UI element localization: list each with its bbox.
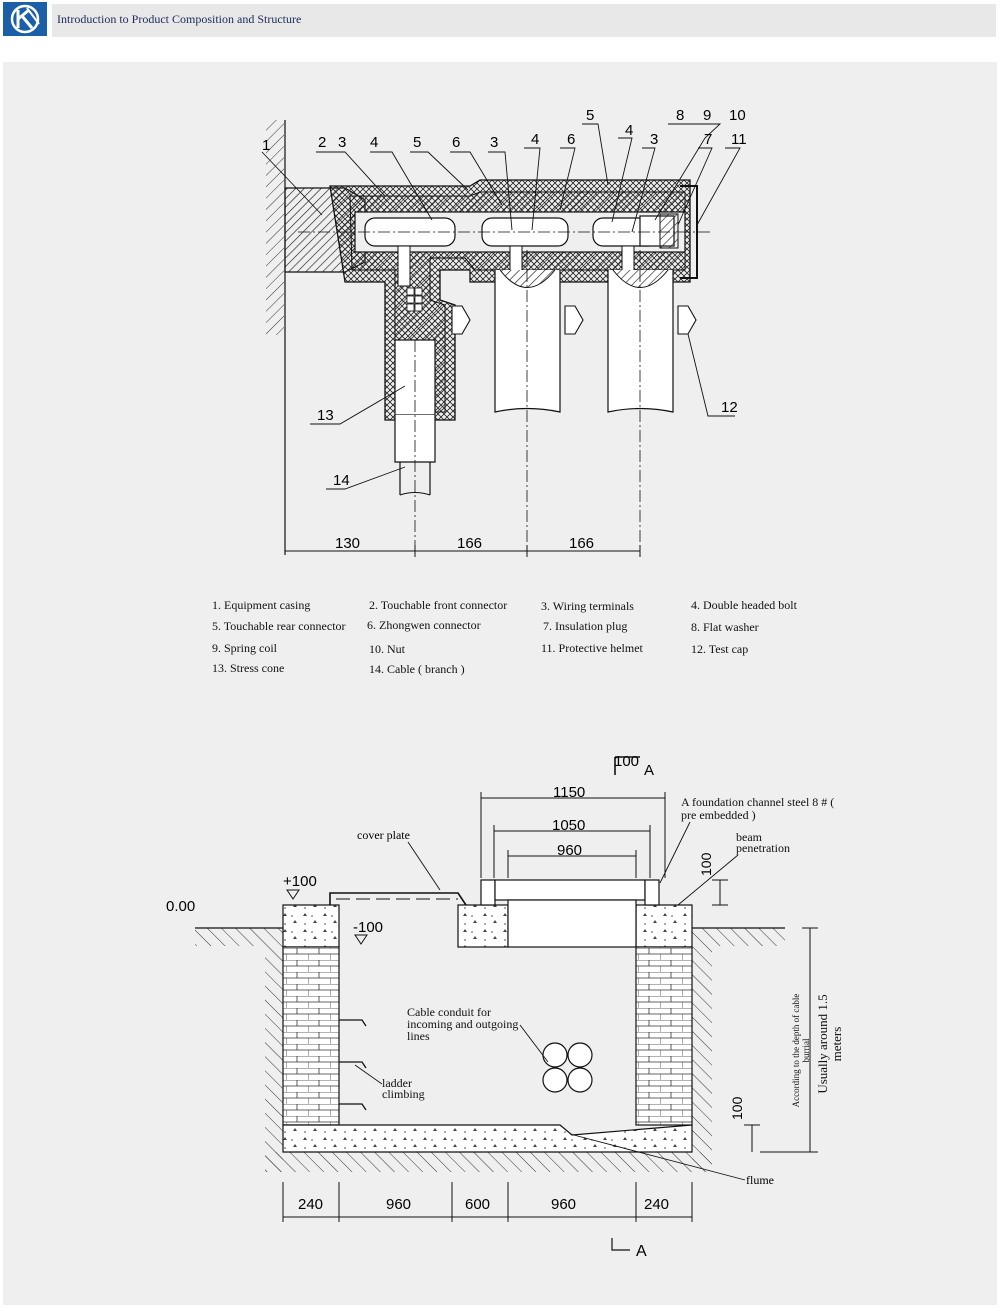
- callout-1: 1: [262, 137, 270, 154]
- floor-slab: [282, 1124, 693, 1153]
- dim-1150: 1150: [553, 784, 585, 801]
- callout-11: 11: [731, 131, 747, 148]
- dimension-130: 130: [335, 535, 360, 552]
- cable-bushing: [607, 270, 674, 413]
- callout-10: 10: [729, 107, 746, 124]
- test-cap: [677, 305, 697, 335]
- callout-8: 8: [676, 107, 684, 124]
- bottom-dim-600: 600: [465, 1196, 490, 1213]
- callout-leaders: [261, 123, 741, 490]
- label-ladder: ladder climbing: [382, 1077, 425, 1100]
- wiring-terminal: [397, 245, 411, 287]
- brick-wall-left: [282, 946, 340, 1126]
- legend-item: 12. Test cap: [691, 642, 749, 656]
- bottom-dim-240: 240: [298, 1196, 323, 1213]
- spring-coil: [659, 213, 679, 249]
- bottom-dim-240: 240: [644, 1196, 669, 1213]
- brick-wall-right: [635, 946, 693, 1126]
- title-bar: Introduction to Product Composition and …: [52, 4, 996, 37]
- branch-cable: [399, 462, 431, 495]
- ladder-rungs: [339, 1019, 367, 1111]
- label-depth-value: Usually around 1.5 meters: [815, 994, 844, 1093]
- label-cover-plate: cover plate: [357, 828, 410, 842]
- legend-item: 11. Protective helmet: [541, 641, 643, 655]
- callout-3: 3: [650, 131, 658, 148]
- label-beam-penetration: beam penetration: [736, 831, 790, 854]
- callout-9: 9: [703, 107, 711, 124]
- section-top-100: 100: [614, 753, 639, 770]
- stress-cone-grid: [406, 287, 423, 312]
- label-cable-conduit: Cable conduit for incoming and outgoing …: [407, 1006, 518, 1042]
- dim-floor-100: 100: [729, 1096, 745, 1120]
- label-channel-steel: A foundation channel steel 8 # ( pre emb…: [681, 796, 834, 822]
- cover-plate: [329, 892, 467, 906]
- channel-steel: [494, 879, 646, 901]
- dimension-line: [285, 545, 641, 557]
- callout-13: 13: [317, 407, 334, 424]
- section-mark-bottom: [611, 1238, 630, 1251]
- legend-item: 9. Spring coil: [212, 641, 277, 655]
- legend-item: 4. Double headed bolt: [691, 598, 797, 612]
- callout-14: 14: [333, 472, 350, 489]
- section-mark-top: [614, 756, 640, 775]
- legend-item: 6. Zhongwen connector: [367, 618, 481, 632]
- top-dimension-lines: [480, 792, 818, 1153]
- callout-6: 6: [452, 134, 460, 151]
- bottom-dim-960: 960: [386, 1196, 411, 1213]
- level-minus-100: -100: [353, 919, 383, 936]
- page-title: Introduction to Product Composition and …: [57, 12, 302, 26]
- top-beam-left: [282, 904, 340, 948]
- dim-1050: 1050: [552, 817, 585, 834]
- cable-conduits-icon: [542, 1042, 593, 1093]
- legend-item: 5. Touchable rear connector: [212, 619, 346, 633]
- level-plus-100: +100: [283, 873, 317, 890]
- callout-12: 12: [721, 399, 738, 416]
- pit-leaders: [354, 821, 746, 1181]
- cable-bushing: [494, 270, 561, 413]
- top-beam-right: [635, 904, 693, 948]
- dim-960: 960: [557, 842, 582, 859]
- callout-5: 5: [413, 134, 421, 151]
- bottom-dimensions: 240 960 600 960 240: [298, 1196, 669, 1213]
- legend-item: 14. Cable ( branch ): [369, 662, 465, 676]
- callout-4: 4: [625, 122, 633, 139]
- callout-6: 6: [567, 131, 575, 148]
- legend-item: 2. Touchable front connector: [369, 598, 508, 612]
- callout-4: 4: [531, 131, 539, 148]
- bottom-dim-960: 960: [551, 1196, 576, 1213]
- callout-3: 3: [338, 134, 346, 151]
- header: Introduction to Product Composition and …: [0, 0, 1000, 40]
- callout-7: 7: [704, 131, 712, 148]
- protective-helmet: [680, 185, 698, 279]
- section-letter-top: A: [644, 762, 654, 779]
- logo-mark-icon: [10, 4, 40, 34]
- equipment-wall: [266, 120, 284, 335]
- top-beam-middle: [457, 904, 509, 948]
- label-flume: flume: [746, 1173, 774, 1187]
- callout-3: 3: [490, 134, 498, 151]
- test-cap: [451, 305, 471, 335]
- dimension-166-b: 166: [569, 535, 594, 552]
- test-cap: [564, 305, 584, 335]
- label-depth-note: According to the depth of cable burrial: [791, 994, 811, 1108]
- level-0-00: 0.00: [166, 898, 195, 915]
- bottom-dimension-line: [282, 1182, 693, 1222]
- legend-item: 1. Equipment casing: [212, 598, 311, 612]
- legend-item: 7. Insulation plug: [543, 619, 628, 633]
- legend-item: 8. Flat washer: [691, 620, 759, 634]
- legend-item: 10. Nut: [369, 642, 405, 656]
- dimension-166-a: 166: [457, 535, 482, 552]
- section-letter-bottom: A: [636, 1243, 647, 1260]
- brand-logo-icon: [3, 2, 47, 36]
- dim-beam-100: 100: [698, 852, 714, 876]
- callout-5: 5: [586, 107, 594, 124]
- legend-item: 13. Stress cone: [212, 661, 285, 675]
- callout-2: 2: [318, 134, 326, 151]
- callout-4: 4: [370, 134, 378, 151]
- legend-item: 3. Wiring terminals: [541, 599, 634, 613]
